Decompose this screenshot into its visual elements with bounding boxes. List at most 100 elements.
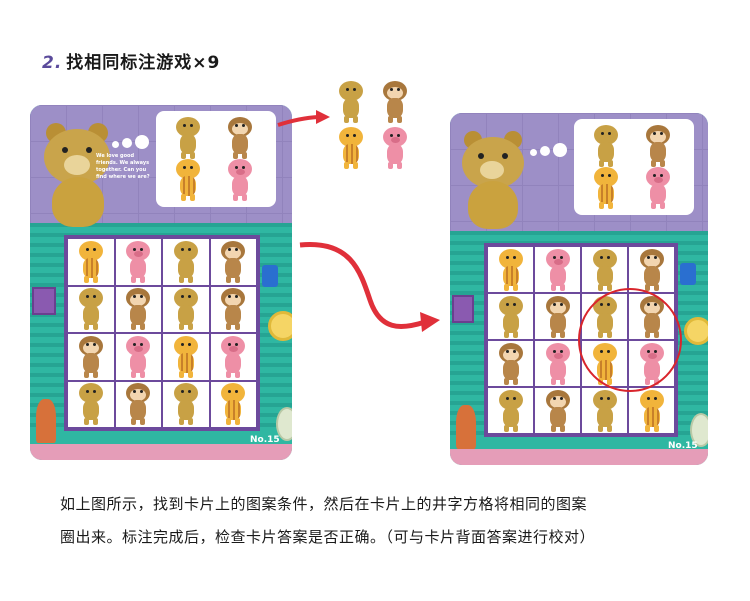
grid-cell[interactable] [534, 340, 581, 387]
pig-figure [641, 167, 675, 209]
grid-cell[interactable] [487, 246, 534, 293]
grid-cell[interactable] [534, 293, 581, 340]
tiger-figure [334, 127, 368, 169]
monkey-figure [74, 335, 108, 378]
tiger-figure [169, 335, 203, 378]
grid-cell[interactable] [162, 380, 210, 428]
target-slot [378, 80, 412, 124]
egg-toy [690, 413, 708, 447]
target-slot [586, 125, 626, 167]
bear-figure [74, 288, 108, 331]
monkey-figure [121, 383, 155, 426]
bear-figure [169, 288, 203, 331]
grid-cell[interactable] [487, 340, 534, 387]
grid-cell[interactable] [114, 380, 162, 428]
bear-figure [74, 383, 108, 426]
monkey-figure [635, 248, 669, 291]
section-number: 2. [42, 53, 63, 73]
grid-cell[interactable] [114, 285, 162, 333]
card-number: No.15 [668, 441, 698, 451]
target-slot [334, 126, 368, 170]
grid-cell[interactable] [209, 333, 257, 381]
grid-cell[interactable] [162, 285, 210, 333]
grid-cell[interactable] [67, 380, 115, 428]
grid-cell[interactable] [628, 387, 675, 434]
dino-toy [36, 399, 56, 443]
grid-cell[interactable] [114, 238, 162, 286]
grid-cell[interactable] [209, 380, 257, 428]
dino-toy [456, 405, 476, 449]
grid-cell[interactable] [534, 246, 581, 293]
target-bubble [574, 119, 694, 215]
target-bubble [156, 111, 276, 207]
grid-cell[interactable] [162, 238, 210, 286]
bear-figure [171, 117, 205, 159]
target-slot [378, 126, 412, 170]
bear-figure [334, 81, 368, 123]
grid-cell[interactable] [534, 387, 581, 434]
monkey-figure [216, 288, 250, 331]
toy-plate [268, 311, 292, 341]
target-slot [334, 80, 368, 124]
pig-figure [121, 335, 155, 378]
bear-figure [169, 383, 203, 426]
bear-figure [589, 125, 623, 167]
toy-plate [684, 317, 708, 345]
bear-figure [494, 389, 528, 432]
pig-figure [378, 127, 412, 169]
target-slot [586, 167, 626, 209]
target-slot [168, 159, 208, 201]
left-grid [64, 235, 260, 431]
card-floor [30, 444, 292, 460]
tiger-figure [216, 383, 250, 426]
pig-figure [541, 248, 575, 291]
pig-figure [121, 240, 155, 283]
bear-figure [588, 389, 622, 432]
caption-line-2: 圈出来。标注完成后，检查卡片答案是否正确。（可与卡片背面答案进行校对） [60, 528, 596, 546]
monkey-figure [541, 295, 575, 338]
target-slot [638, 125, 678, 167]
gift-box [452, 295, 474, 323]
bear-figure [588, 248, 622, 291]
grid-cell[interactable] [487, 387, 534, 434]
loose-target-set [334, 80, 412, 170]
grid-cell[interactable] [162, 333, 210, 381]
grid-cell[interactable] [581, 246, 628, 293]
pig-figure [223, 159, 257, 201]
grid-cell[interactable] [209, 285, 257, 333]
grid-cell[interactable] [209, 238, 257, 286]
grid-cell[interactable] [67, 285, 115, 333]
gift-box [32, 287, 56, 315]
grid-cell[interactable] [487, 293, 534, 340]
monkey-figure [216, 240, 250, 283]
caption-line-1: 如上图所示，找到卡片上的图案条件，然后在卡片上的井字方格将相同的图案 [60, 495, 588, 513]
section-heading: 2.找相同标注游戏×9 [42, 48, 220, 73]
thought-dots [530, 143, 567, 157]
monkey-figure [378, 81, 412, 123]
monkey-figure [541, 389, 575, 432]
tiger-figure [494, 248, 528, 291]
answer-circle [578, 288, 682, 392]
bear-figure [169, 240, 203, 283]
egg-toy [276, 407, 292, 441]
monkey-figure [223, 117, 257, 159]
target-slot [168, 117, 208, 159]
monkey-figure [641, 125, 675, 167]
right-card: No.15 [450, 113, 708, 465]
arrow-to-right-card [299, 241, 440, 332]
bubble-text: We love good friends. We always together… [96, 153, 150, 180]
pig-figure [541, 342, 575, 385]
monkey-figure [494, 342, 528, 385]
thought-dots [112, 135, 149, 149]
target-slot [638, 167, 678, 209]
grid-cell[interactable] [67, 238, 115, 286]
grid-cell[interactable] [581, 387, 628, 434]
monkey-figure [121, 288, 155, 331]
tiger-figure [635, 389, 669, 432]
toy-key [262, 265, 278, 287]
grid-cell[interactable] [114, 333, 162, 381]
grid-cell[interactable] [67, 333, 115, 381]
tiger-figure [589, 167, 623, 209]
target-slot [220, 117, 260, 159]
grid-cell[interactable] [628, 246, 675, 293]
